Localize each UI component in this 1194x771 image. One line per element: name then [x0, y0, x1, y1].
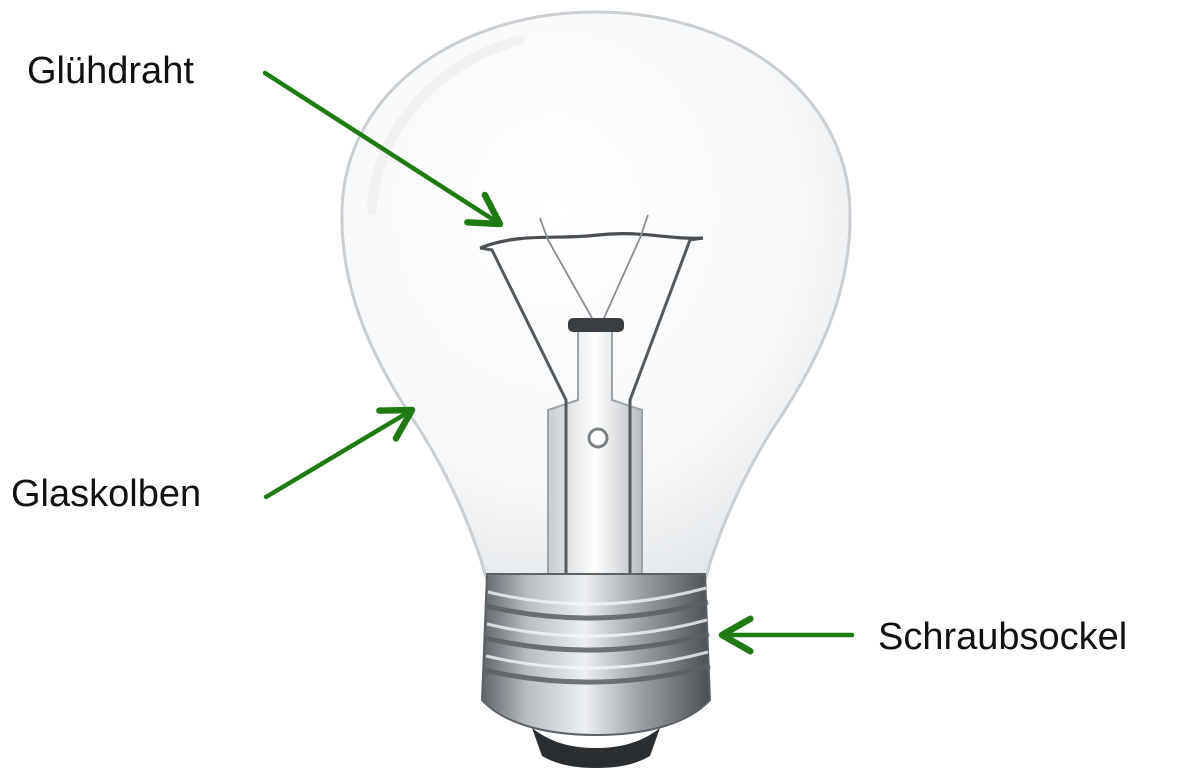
- stem-button: [568, 318, 624, 332]
- filament: [479, 231, 704, 250]
- screw-base: [480, 573, 712, 768]
- filament-label: Glühdraht: [27, 50, 194, 92]
- screw-base-label: Schraubsockel: [878, 616, 1128, 658]
- arrow-icon: [262, 70, 504, 228]
- arrow-icon: [263, 406, 416, 500]
- glass-bulb-label: Glaskolben: [11, 473, 202, 515]
- exhaust-hole: [587, 427, 609, 449]
- lead-wires: [539, 214, 649, 319]
- glass-bulb-shape: [340, 10, 852, 582]
